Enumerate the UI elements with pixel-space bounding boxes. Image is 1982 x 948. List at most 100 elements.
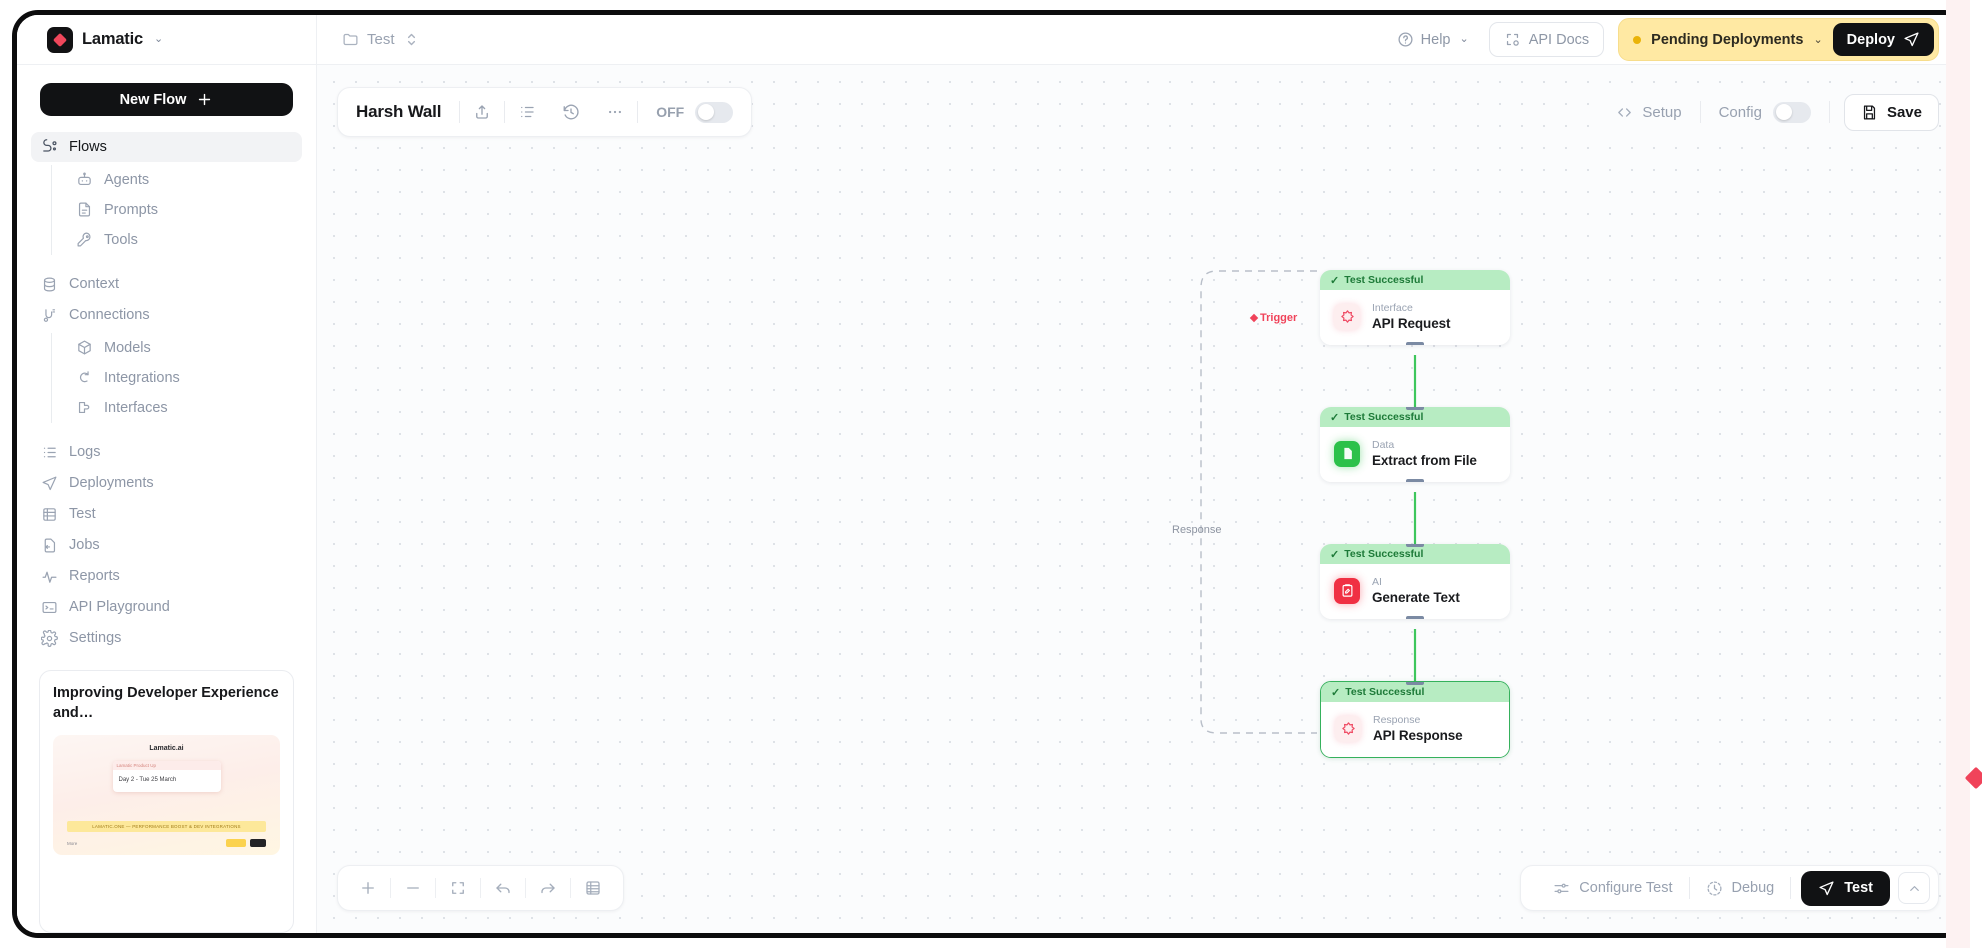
node-handle-bottom[interactable] [1406, 342, 1424, 345]
sidebar-item-prompts[interactable]: Prompts [66, 195, 302, 224]
node-handle-bottom[interactable] [1406, 479, 1424, 482]
node-status-label: Test Successful [1344, 274, 1424, 286]
sidebar-item-settings[interactable]: Settings [31, 623, 302, 653]
sidebar-item-test[interactable]: Test [31, 499, 302, 529]
check-icon: ✓ [1330, 274, 1340, 287]
redo-icon[interactable] [526, 866, 570, 910]
node-kind: Interface [1372, 302, 1413, 314]
more-icon[interactable] [593, 92, 637, 132]
flow-node-api-response[interactable]: ✓ Test Successful Response API Response [1320, 681, 1510, 758]
flows-icon [41, 138, 58, 156]
promo-thumb-footer: More [67, 837, 266, 849]
sidebar-item-models[interactable]: Models [66, 333, 302, 362]
chevron-up-icon[interactable] [1898, 872, 1930, 904]
config-toggle[interactable]: Config [1701, 101, 1829, 123]
sidebar-item-agents[interactable]: Agents [66, 165, 302, 194]
flow-enable-toggle[interactable]: OFF [638, 101, 734, 123]
node-handle-top[interactable] [1406, 544, 1424, 547]
debug-button[interactable]: Debug [1690, 880, 1791, 897]
undo-icon[interactable] [481, 866, 525, 910]
sidebar-item-logs[interactable]: Logs [31, 437, 302, 467]
sidebar-item-api-playground[interactable]: API Playground [31, 592, 302, 622]
toggle-switch[interactable] [695, 101, 734, 123]
config-label: Config [1718, 103, 1762, 121]
sidebar-nav: Flows Agents Pro [31, 132, 302, 654]
chevron-down-icon[interactable]: ⌄ [1813, 34, 1823, 46]
node-handle-top[interactable] [1406, 682, 1424, 685]
fit-view-icon[interactable] [436, 866, 480, 910]
sidebar-item-label: Agents [104, 171, 150, 188]
sidebar-group-connections: Models Integrations Interf [51, 333, 302, 423]
deploy-label: Deploy [1846, 31, 1895, 48]
node-kind: Response [1373, 714, 1421, 726]
list-icon[interactable] [505, 92, 549, 132]
graph-edges [1200, 270, 1417, 734]
zoom-in-icon[interactable] [346, 866, 390, 910]
divider [435, 878, 436, 898]
sidebar-item-connections[interactable]: Connections [31, 300, 302, 330]
promo-thumbnail: Lamatic.ai Lamatic Product Up Day 2 - Tu… [53, 735, 280, 856]
chevron-updown-icon[interactable] [403, 31, 420, 48]
promo-card[interactable]: Improving Developer Experience and… Lama… [39, 670, 294, 933]
interfaces-icon [76, 399, 93, 416]
edge-label-trigger: Trigger [1249, 312, 1297, 324]
spacer [31, 259, 302, 269]
sidebar-item-flows[interactable]: Flows [31, 132, 302, 162]
canvas-grid[interactable] [317, 65, 1965, 933]
toggle-switch[interactable] [1772, 101, 1811, 123]
ai-node-icon [1334, 577, 1360, 604]
sidebar-item-deployments[interactable]: Deployments [31, 468, 302, 498]
sidebar-item-label: Logs [69, 444, 101, 460]
save-button[interactable]: Save [1843, 93, 1939, 131]
zoom-out-icon[interactable] [391, 866, 435, 910]
breadcrumb[interactable]: Test [317, 31, 420, 48]
sidebar-item-label: Integrations [104, 369, 180, 386]
database-icon [41, 276, 58, 293]
folder-icon [342, 31, 359, 48]
setup-button[interactable]: Setup [1598, 104, 1699, 121]
gear-icon [41, 629, 58, 647]
help-button[interactable]: Help ⌄ [1391, 25, 1475, 54]
deploy-button[interactable]: Deploy [1832, 23, 1934, 56]
sidebar-item-label: Reports [69, 568, 120, 584]
flow-node-extract-from-file[interactable]: ✓ Test Successful Data Extract from File [1320, 407, 1510, 482]
new-flow-button[interactable]: New Flow [40, 83, 293, 116]
spacer [31, 427, 302, 437]
code-brackets-icon [1616, 104, 1633, 121]
data-node-icon [1334, 440, 1360, 467]
sidebar-item-label: Models [104, 339, 151, 356]
divider [637, 101, 639, 123]
send-icon [41, 475, 58, 492]
node-handle-bottom[interactable] [1406, 616, 1424, 619]
chevron-down-icon[interactable]: ⌄ [153, 33, 164, 45]
send-icon [1818, 880, 1835, 897]
panel-icon[interactable] [571, 866, 615, 910]
pending-deployments-label[interactable]: Pending Deployments [1651, 31, 1804, 48]
brand-name: Lamatic [82, 30, 143, 48]
sidebar-item-integrations[interactable]: Integrations [66, 363, 302, 392]
flow-title[interactable]: Harsh Wall [356, 102, 442, 121]
configure-test-label: Configure Test [1579, 880, 1673, 896]
sidebar-item-label: Flows [69, 139, 107, 155]
share-icon[interactable] [460, 92, 504, 132]
sidebar-group-flows: Agents Prompts Tools [51, 165, 302, 255]
debug-label: Debug [1731, 880, 1775, 896]
node-status-label: Test Successful [1345, 686, 1425, 698]
flow-node-generate-text[interactable]: ✓ Test Successful AI Generate Text [1320, 544, 1510, 619]
test-button[interactable]: Test [1801, 870, 1890, 906]
sidebar-item-tools[interactable]: Tools [66, 225, 302, 254]
node-handle-top[interactable] [1406, 407, 1424, 410]
node-status-label: Test Successful [1344, 548, 1424, 560]
sidebar-item-context[interactable]: Context [31, 269, 302, 299]
configure-test-button[interactable]: Configure Test [1537, 880, 1688, 897]
trigger-diamond-icon [1249, 313, 1259, 323]
sidebar-item-reports[interactable]: Reports [31, 561, 302, 591]
sidebar-item-interfaces[interactable]: Interfaces [66, 393, 302, 422]
promo-thumb-card-head: Lamatic Product Up [112, 761, 221, 771]
flow-node-api-request[interactable]: ✓ Test Successful Interface API Request [1320, 270, 1510, 345]
sidebar-item-jobs[interactable]: Jobs [31, 530, 302, 560]
history-icon[interactable] [549, 92, 593, 132]
brand-area[interactable]: Lamatic ⌄ [17, 15, 317, 64]
api-docs-button[interactable]: API Docs [1488, 22, 1605, 57]
logs-icon [41, 444, 58, 461]
